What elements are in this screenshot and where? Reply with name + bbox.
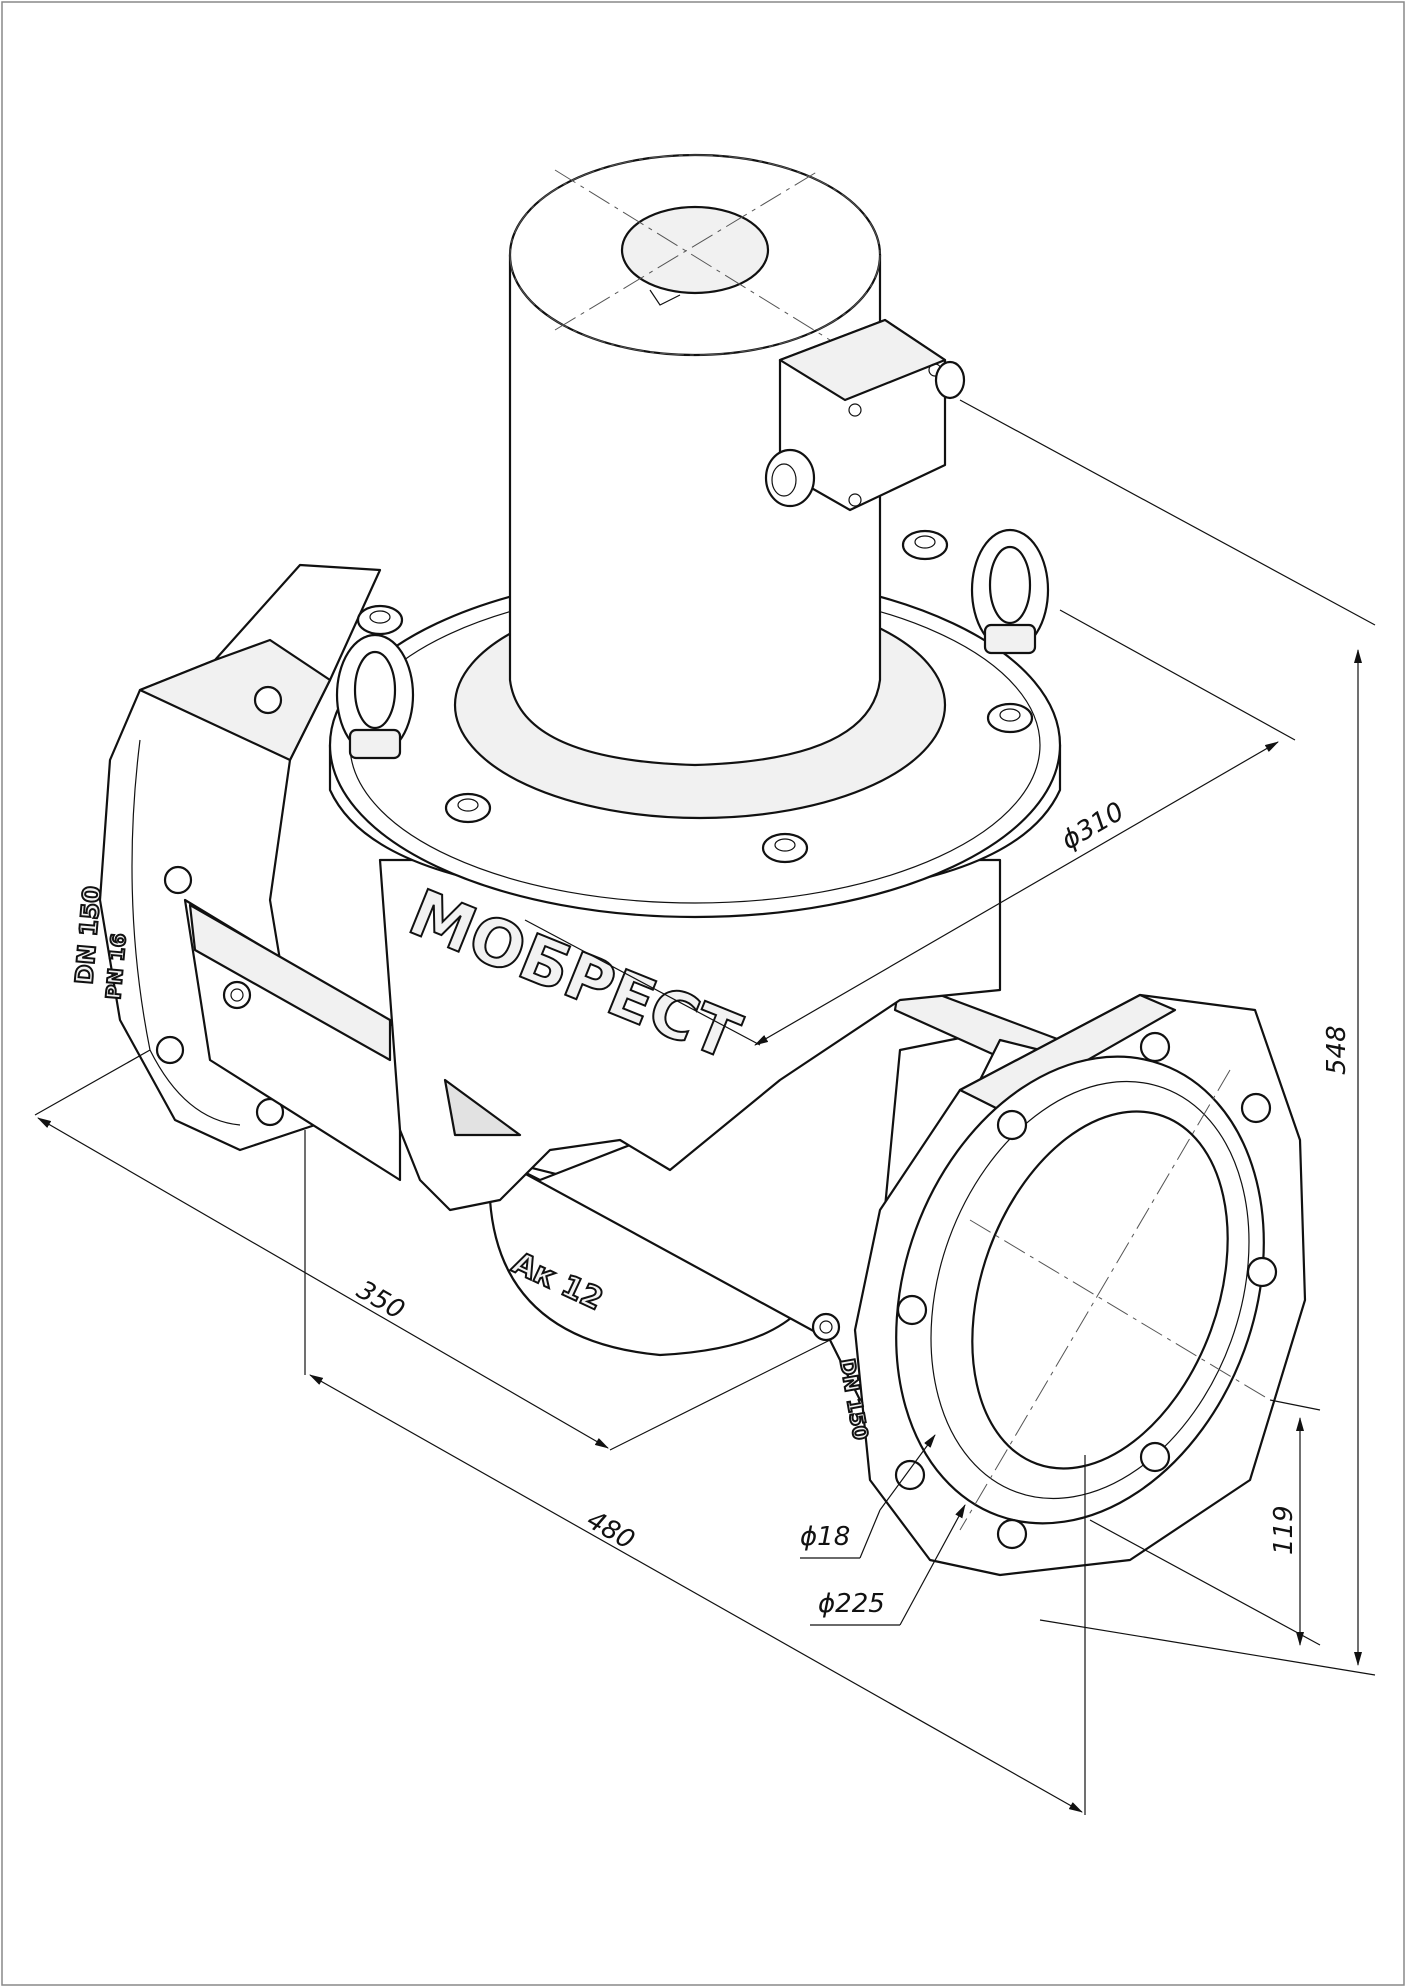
plug-screw-right (811, 1312, 841, 1342)
svg-text:119: 119 (1269, 1505, 1299, 1555)
dimension-548: 548 (959, 399, 1376, 1676)
bolt-hole (996, 1109, 1028, 1141)
bolt-hole (1139, 1031, 1171, 1063)
bolt-hole (155, 1035, 185, 1065)
dimension-bolt-hole: ϕ18 (800, 1434, 936, 1559)
cover-bolt (901, 529, 949, 561)
dimension-119: 119 (1089, 1399, 1321, 1646)
svg-text:548: 548 (1322, 1025, 1352, 1075)
cover-bolt (356, 604, 404, 636)
svg-text:ϕ225: ϕ225 (818, 1589, 885, 1619)
bolt-hole (1240, 1092, 1272, 1124)
bolt-hole (1139, 1441, 1171, 1473)
lifting-eye-left (335, 633, 415, 760)
svg-text:ϕ18: ϕ18 (800, 1522, 850, 1552)
dimension-bolt-circle: ϕ225 (810, 1504, 966, 1626)
svg-text:350: 350 (352, 1275, 410, 1326)
cover-bolt (444, 792, 492, 824)
plug-screw-left (222, 980, 252, 1010)
bolt-hole (894, 1459, 926, 1491)
axis-line (969, 1219, 1271, 1401)
cable-gland-side (934, 360, 966, 400)
svg-text:ϕ310: ϕ310 (1057, 797, 1130, 856)
outlet-flange: DN 150 (834, 993, 1307, 1577)
cover-bolt (761, 832, 809, 864)
cover-bolt (986, 702, 1034, 734)
solenoid-top-cap (620, 205, 770, 295)
bolt-hole (163, 865, 193, 895)
terminal-box (764, 318, 966, 512)
bolt-hole (253, 685, 283, 715)
bolt-hole (996, 1518, 1028, 1550)
bolt-hole (896, 1294, 928, 1326)
svg-text:480: 480 (582, 1505, 640, 1556)
cable-gland (764, 448, 816, 508)
lifting-eye-right (970, 528, 1050, 655)
flange-dn-mark: DN 150 (70, 885, 106, 986)
bolt-hole (1246, 1256, 1278, 1288)
